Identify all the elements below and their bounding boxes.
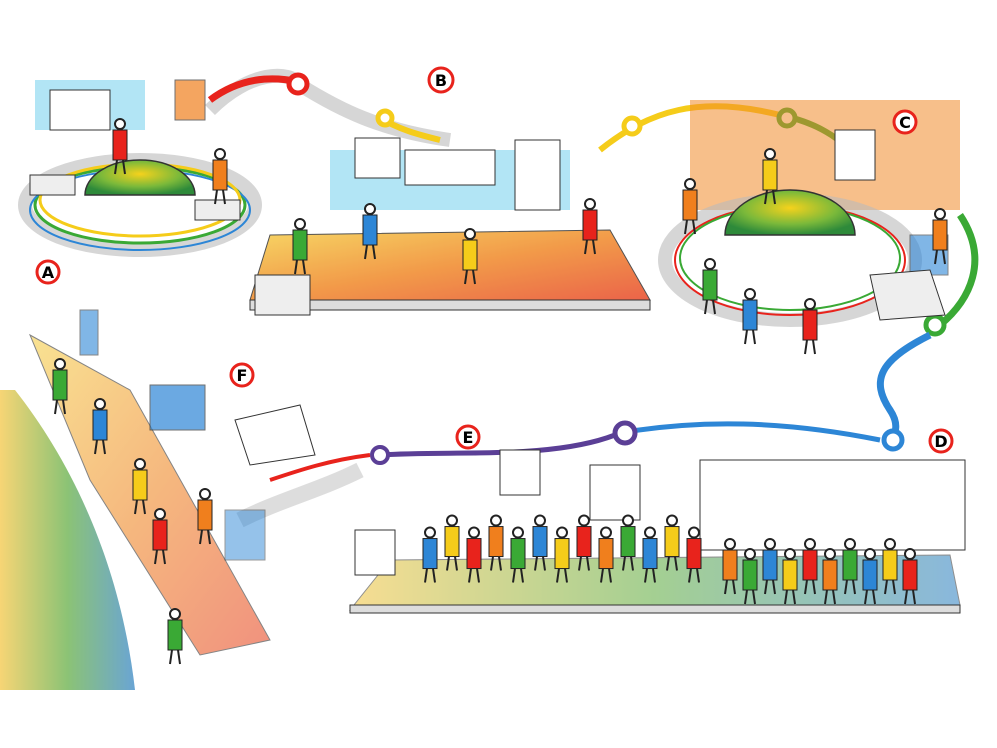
label-a: A [35,259,61,285]
label-c-text: C [899,113,911,132]
label-f-text: F [237,366,248,385]
person-figure [212,148,228,205]
person-figure [762,148,778,205]
person-figure [52,358,68,415]
person-figure [762,538,778,595]
person-figure [862,548,878,605]
person-figure [902,548,918,605]
person-figure [292,218,308,275]
person-figure [882,538,898,595]
person-figure [620,514,636,571]
person-figure [132,458,148,515]
person-figure [362,203,378,260]
people-figures [52,118,948,665]
label-c: C [892,109,918,135]
person-figure [664,514,680,571]
person-figure [510,526,526,583]
person-figure [842,538,858,595]
label-d: D [928,428,954,454]
label-e: E [455,424,481,450]
label-f: F [229,362,255,388]
person-figure [582,198,598,255]
person-figure [722,538,738,595]
person-figure [112,118,128,175]
person-figure [702,258,718,315]
person-figure [686,526,702,583]
label-e-text: E [463,428,474,447]
label-b: B [427,66,455,94]
person-figure [554,526,570,583]
scene-b [249,137,651,316]
person-figure [742,288,758,345]
person-figure [742,548,758,605]
person-figure [152,508,168,565]
person-figure [782,548,798,605]
person-figure [576,514,592,571]
person-figure [642,526,658,583]
label-b-text: B [435,71,447,90]
person-figure [932,208,948,265]
person-figure [466,526,482,583]
person-figure [598,526,614,583]
label-a-text: A [42,263,55,282]
label-d-text: D [934,432,947,451]
person-figure [92,398,108,455]
person-figure [167,608,183,665]
person-figure [682,178,698,235]
person-figure [532,514,548,571]
scene-a [18,79,262,257]
person-figure [822,548,838,605]
person-figure [802,298,818,355]
person-figure [488,514,504,571]
scene-f [0,309,316,690]
person-figure [197,488,213,545]
person-figure [422,526,438,583]
person-figure [444,514,460,571]
person-figure [802,538,818,595]
path-node [286,72,310,96]
person-figure [462,228,478,285]
